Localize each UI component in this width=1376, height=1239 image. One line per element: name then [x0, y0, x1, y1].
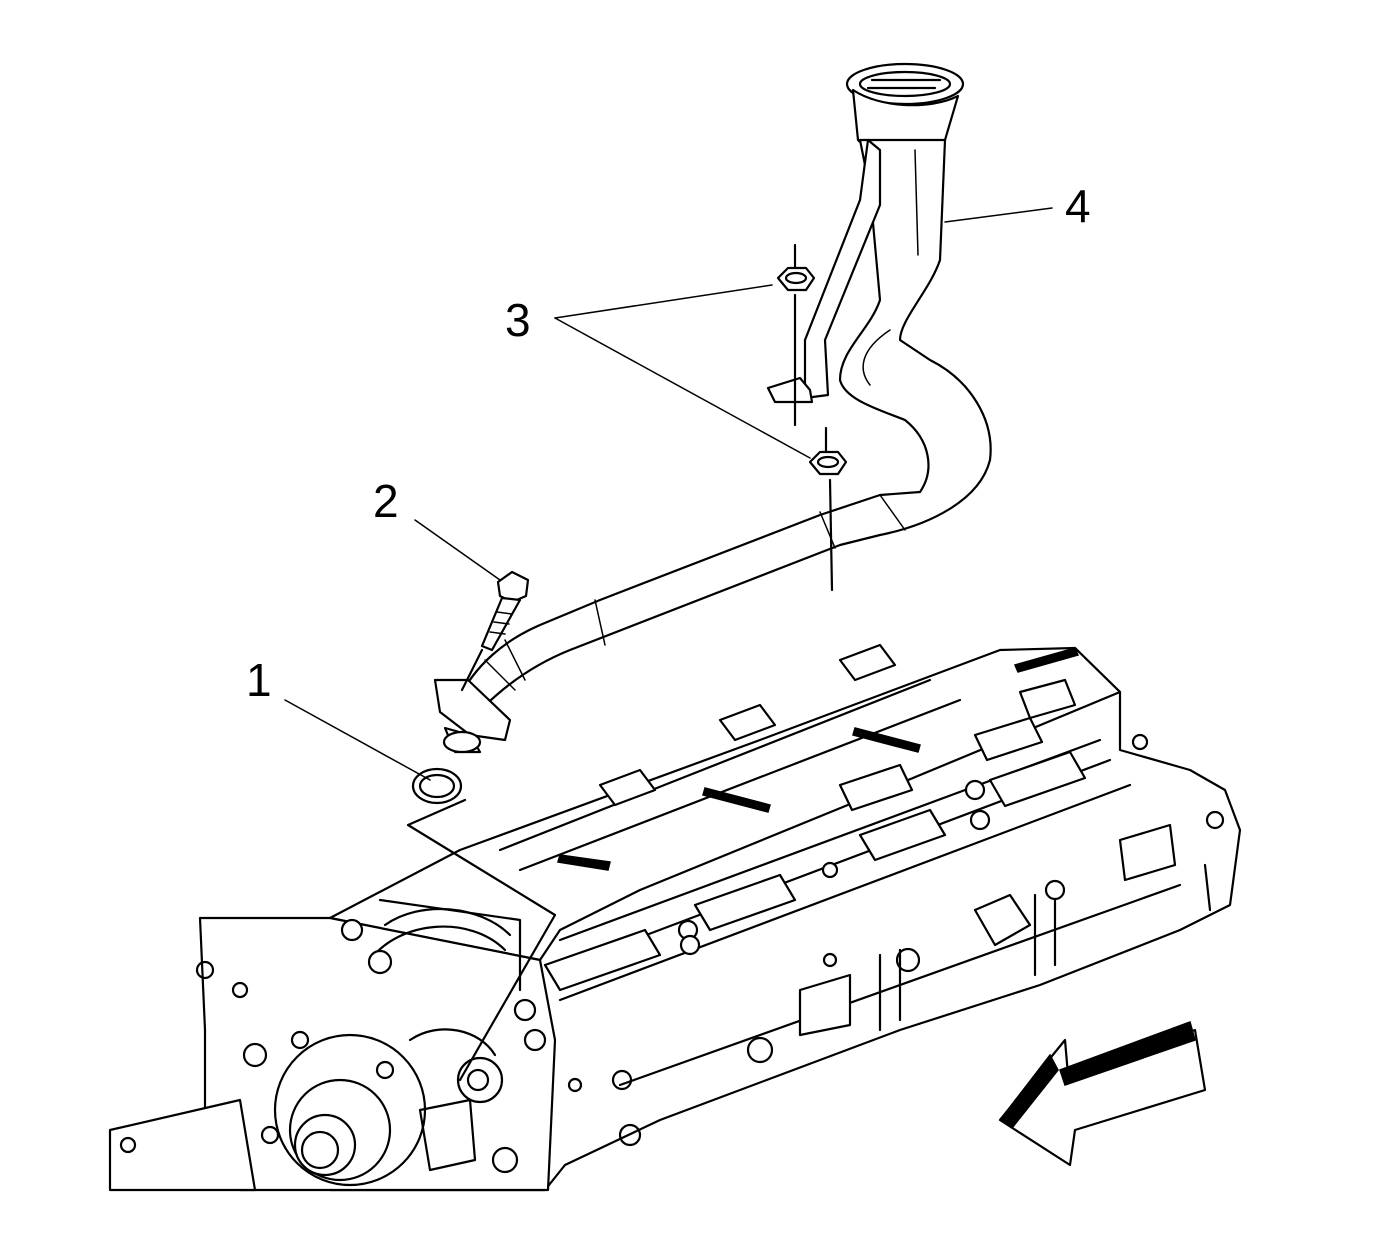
front-direction-arrow-icon	[998, 1021, 1207, 1167]
engine-block	[108, 643, 1242, 1192]
install-location-lines	[406, 798, 557, 1082]
oil-pickup-tube	[433, 62, 992, 754]
bolt	[460, 570, 530, 692]
oil-pump	[242, 1028, 519, 1187]
leader-lines	[284, 207, 1053, 781]
nut-upper	[776, 243, 816, 427]
callout-2: 2	[373, 475, 399, 527]
callout-3: 3	[505, 294, 531, 346]
deck-bolts	[340, 733, 1149, 1052]
callout-1: 1	[246, 654, 272, 706]
callout-4: 4	[1065, 180, 1091, 232]
nut-lower	[808, 426, 848, 592]
